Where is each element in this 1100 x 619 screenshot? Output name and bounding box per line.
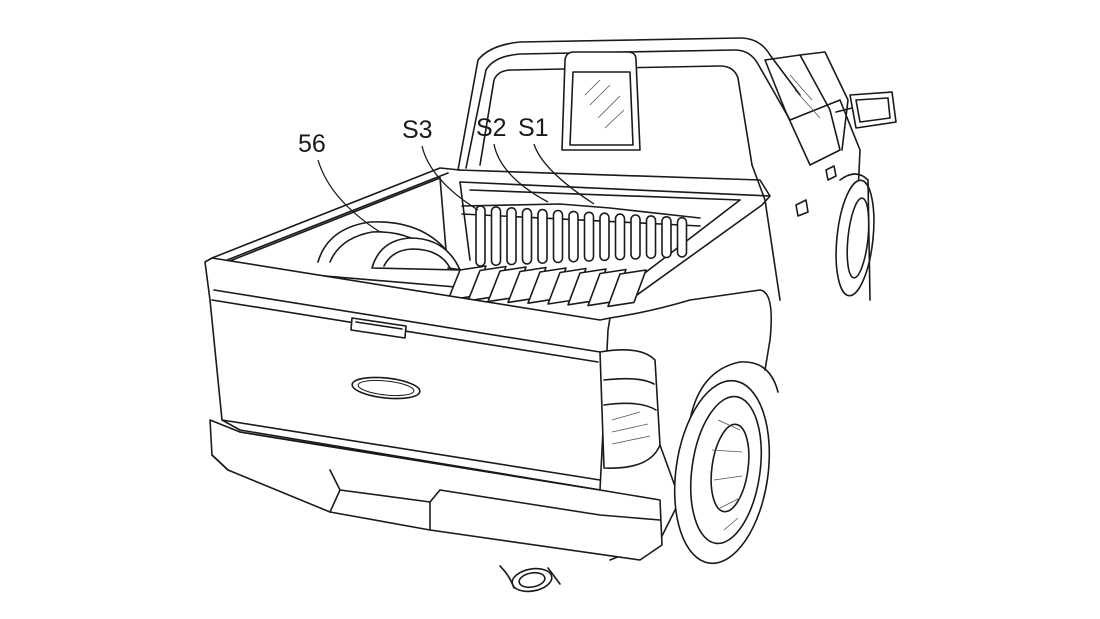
divider-rib	[599, 212, 610, 262]
rear-bumper	[209, 419, 663, 561]
divider-rib	[490, 206, 502, 267]
leader-line-s1	[533, 143, 595, 205]
floor-rib	[607, 269, 647, 308]
divider-rib	[645, 215, 657, 260]
leader-line-56	[317, 159, 381, 233]
divider-rib	[475, 205, 486, 267]
divider-rib	[661, 216, 672, 259]
divider-rib	[614, 213, 626, 261]
rear-wheel	[673, 379, 771, 565]
leader-line-s2	[493, 143, 549, 203]
tail-light	[599, 349, 661, 469]
divider-rib	[552, 209, 564, 264]
label-56: 56	[298, 130, 326, 158]
divider-rib	[506, 207, 517, 266]
label-s1: S1	[518, 114, 549, 142]
divider-rib	[521, 207, 533, 265]
divider-rib	[630, 214, 641, 260]
divider-rib	[676, 216, 688, 258]
bed-storage-sections	[447, 203, 701, 308]
truck-cab	[457, 37, 897, 301]
divider-rib	[568, 210, 579, 263]
tailgate	[204, 257, 611, 491]
truck-bed	[211, 167, 771, 301]
exhaust-pipe	[499, 565, 561, 593]
label-s2: S2	[476, 114, 507, 142]
label-s3: S3	[402, 116, 433, 144]
leader-line-s3	[421, 145, 479, 211]
divider-rib	[583, 211, 595, 262]
reference-labels: 56 S3 S2 S1	[298, 114, 595, 233]
front-wheel	[835, 173, 875, 301]
divider-rib	[537, 208, 548, 265]
